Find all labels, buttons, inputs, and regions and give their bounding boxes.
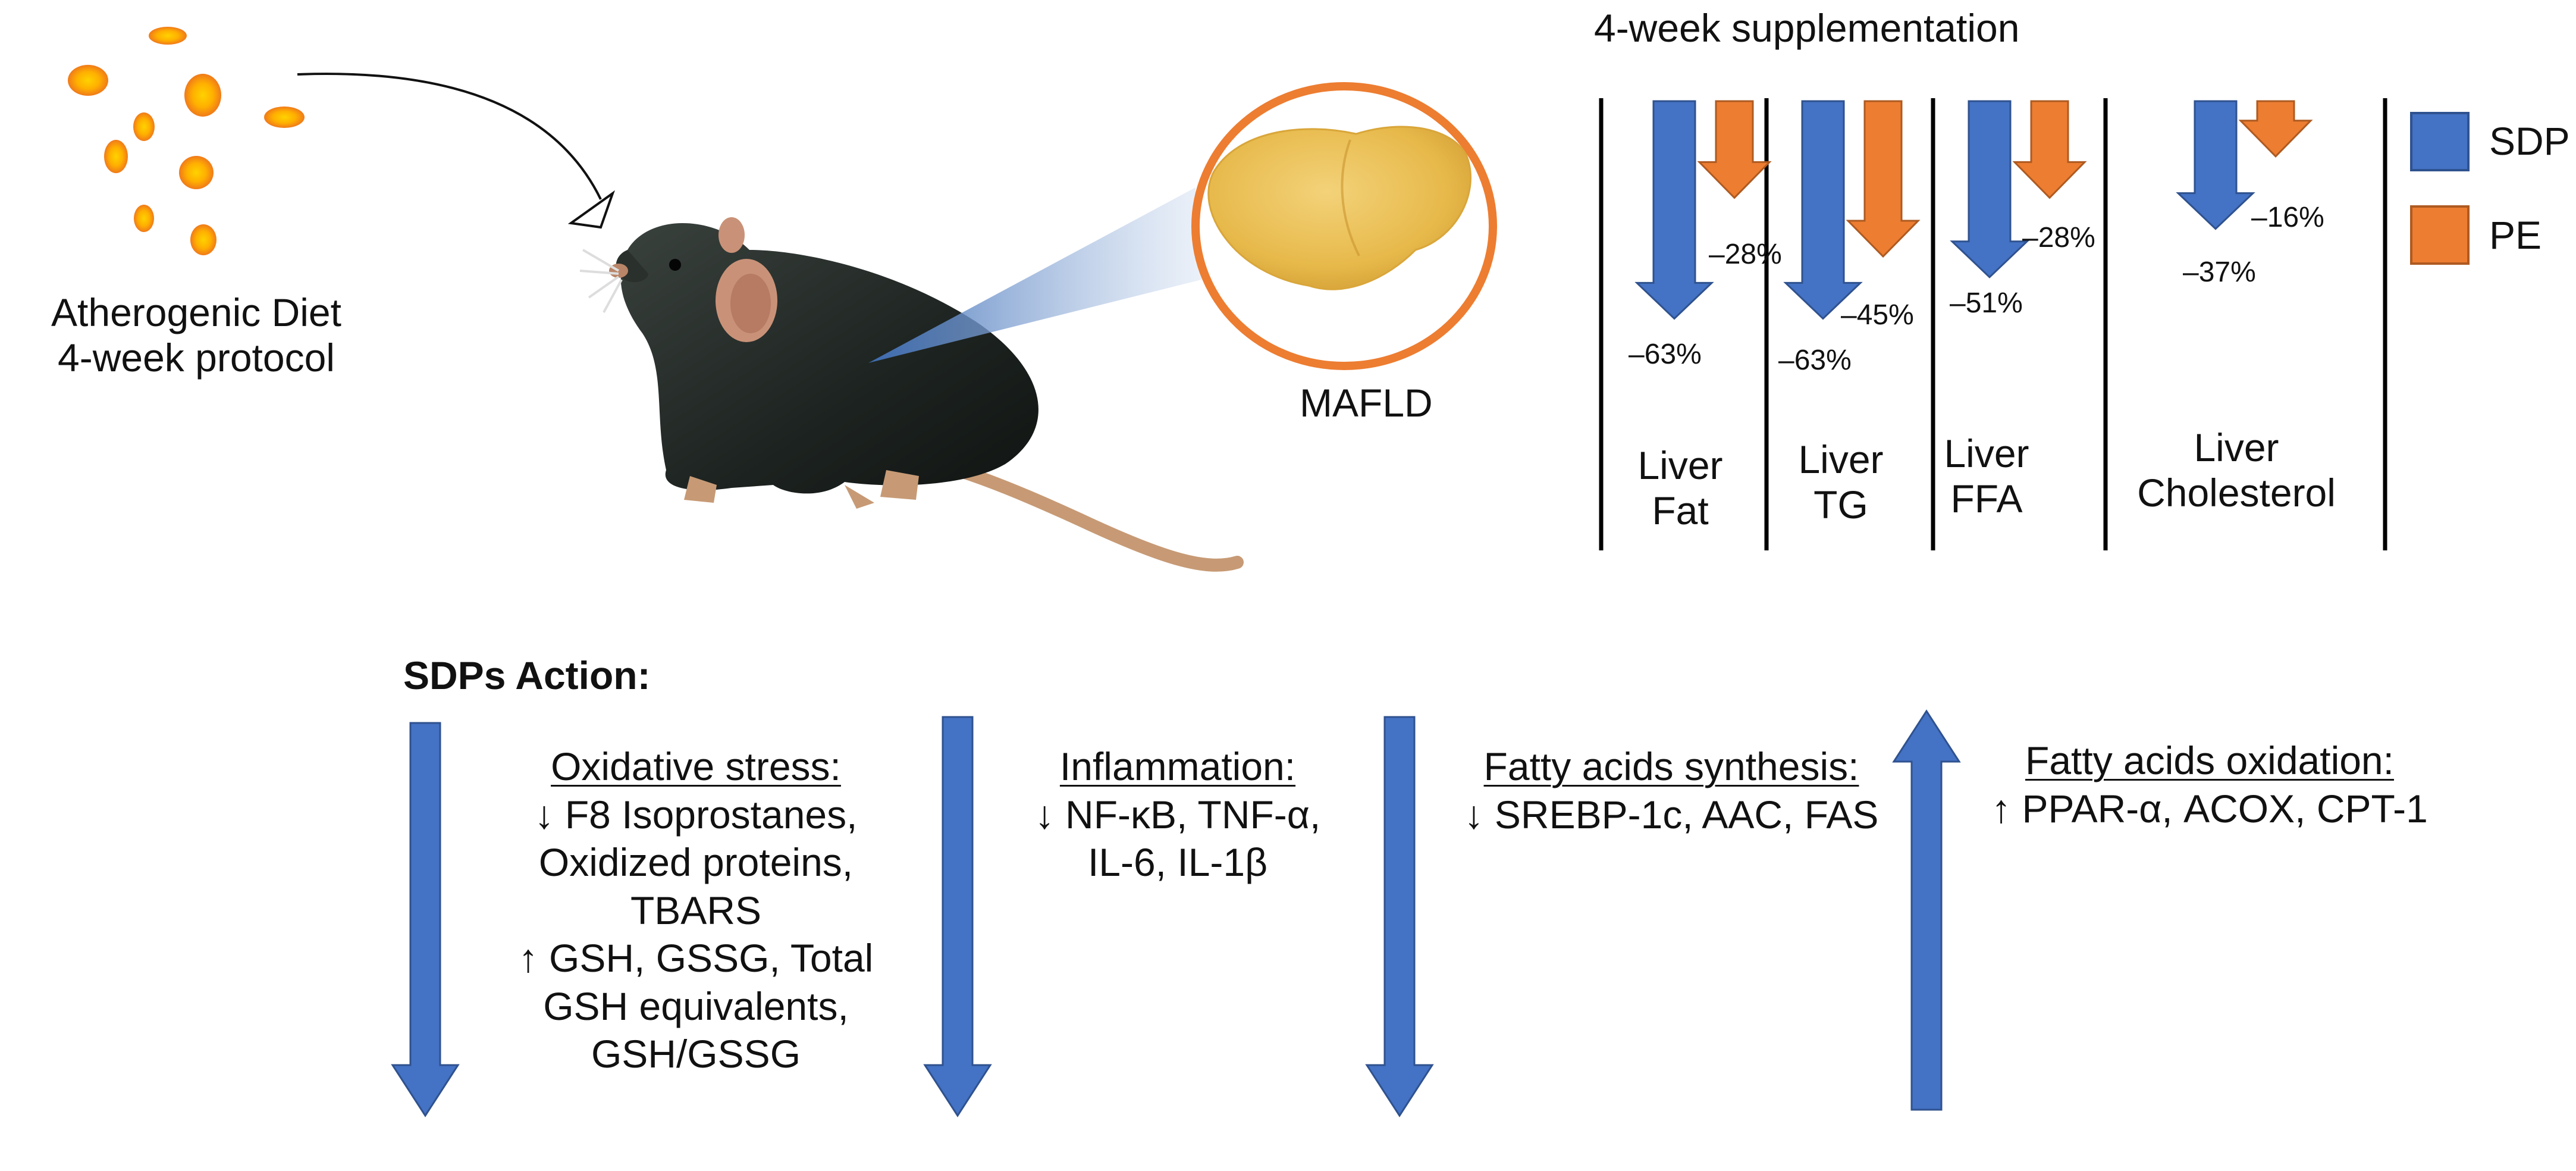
chart-title: 4-week supplementation	[1594, 6, 2020, 50]
bar-pe-3	[2012, 100, 2087, 199]
category-label-ffa-line2: FFA	[1950, 476, 2023, 521]
diet-arrow	[297, 73, 615, 229]
action-arrows	[391, 709, 1961, 1117]
value-label-fat-pe: –28%	[1709, 239, 1782, 270]
pellet-6	[104, 140, 128, 173]
inflammation-line-1: ↓ NF-κB, TNF-α,	[1034, 792, 1321, 837]
pellet-7	[179, 156, 214, 189]
pellet-2	[68, 65, 108, 96]
category-label-ffa: Liver FFA	[1921, 431, 2052, 522]
legend-label-pe: PE	[2489, 213, 2542, 257]
bar-sdp-2	[1783, 100, 1863, 320]
bar-pe-4	[2238, 100, 2313, 158]
value-label-tg-pe: –45%	[1841, 299, 1914, 331]
actions-heading: SDPs Action:	[403, 653, 651, 697]
fatty-acids-synthesis-block: Fatty acids synthesis: ↓ SREBP-1c, AAC, …	[1422, 743, 1921, 838]
diet-label-line1: Atherogenic Diet	[51, 290, 341, 334]
bar-sdp-1	[1634, 100, 1714, 320]
inflammation-block: Inflammation: ↓ NF-κB, TNF-α, IL-6, IL-1…	[987, 743, 1368, 887]
oxidative-line-1: ↓ F8 Isoprostanes,	[534, 792, 858, 837]
category-label-fat-line1: Liver	[1637, 443, 1723, 487]
bar-sdp-3	[1950, 100, 2029, 278]
category-label-fat-line2: Fat	[1652, 488, 1709, 533]
value-label-ffa-pe: –28%	[2022, 222, 2095, 253]
oxidative-stress-title: Oxidative stress:	[551, 744, 841, 788]
category-label-cholesterol-line1: Liver	[2194, 425, 2279, 469]
pellet-9	[190, 224, 217, 255]
bar-sdp-4	[2176, 100, 2255, 230]
mouse-illustration	[579, 217, 1244, 572]
inflammation-down-arrow	[923, 716, 992, 1117]
synthesis-line-1: ↓ SREBP-1c, AAC, FAS	[1464, 792, 1879, 837]
diet-label: Atherogenic Diet 4-week protocol	[18, 290, 375, 381]
oxidation-title: Fatty acids oxidation:	[2025, 738, 2394, 782]
pellet-8	[134, 205, 154, 232]
category-label-tg-line1: Liver	[1798, 437, 1884, 481]
inflammation-line-2: IL-6, IL-1β	[1087, 840, 1268, 885]
category-label-cholesterol: Liver Cholesterol	[2103, 425, 2370, 516]
diet-label-line2: 4-week protocol	[58, 335, 335, 380]
oxidative-line-3: TBARS	[630, 888, 762, 932]
value-label-chol-pe: –16%	[2251, 202, 2324, 233]
pellet-5	[133, 112, 155, 141]
liver-illustration	[1191, 82, 1497, 370]
value-label-chol-sdp: –37%	[2183, 256, 2256, 288]
legend-label-sdp: SDP	[2489, 119, 2570, 163]
synthesis-title: Fatty acids synthesis:	[1483, 744, 1859, 788]
oxidative-line-4: ↑ GSH, GSSG, Total	[518, 936, 874, 981]
value-label-tg-sdp: –63%	[1778, 345, 1852, 376]
oxidative-line-6: GSH/GSSG	[591, 1032, 801, 1076]
mafld-label: MAFLD	[1300, 381, 1433, 425]
category-label-tg-line2: TG	[1813, 482, 1868, 527]
legend-swatch-sdp	[2410, 112, 2470, 171]
oxidation-up-arrow	[1892, 709, 1961, 1111]
pellet-1	[149, 27, 187, 45]
fatty-acids-oxidation-block: Fatty acids oxidation: ↑ PPAR-α, ACOX, C…	[1948, 737, 2471, 832]
inflammation-title: Inflammation:	[1059, 744, 1296, 788]
pellet-4	[264, 107, 305, 128]
category-label-ffa-line1: Liver	[1944, 431, 2029, 475]
oxidative-down-arrow	[391, 722, 460, 1117]
magnification-beam	[868, 187, 1201, 363]
oxidative-line-5: GSH equivalents,	[543, 984, 849, 1028]
pellet-3	[184, 74, 221, 117]
oxidative-line-2: Oxidized proteins,	[538, 840, 854, 885]
bar-pe-1	[1697, 100, 1772, 199]
category-label-cholesterol-line2: Cholesterol	[2137, 470, 2336, 515]
category-label-fat: Liver Fat	[1606, 443, 1755, 534]
bar-pe-2	[1846, 100, 1921, 258]
legend-swatch-pe	[2410, 205, 2470, 265]
oxidative-stress-block: Oxidative stress: ↓ F8 Isoprostanes, Oxi…	[458, 743, 934, 1078]
value-label-fat-sdp: –63%	[1629, 339, 1702, 370]
synthesis-down-arrow	[1365, 716, 1434, 1117]
oxidation-line-1: ↑ PPAR-α, ACOX, CPT-1	[1991, 786, 2428, 831]
diet-pellets	[68, 27, 305, 255]
chart-plot	[1599, 98, 2387, 550]
category-label-tg: Liver TG	[1775, 437, 1906, 528]
value-label-ffa-sdp: –51%	[1950, 287, 2023, 319]
